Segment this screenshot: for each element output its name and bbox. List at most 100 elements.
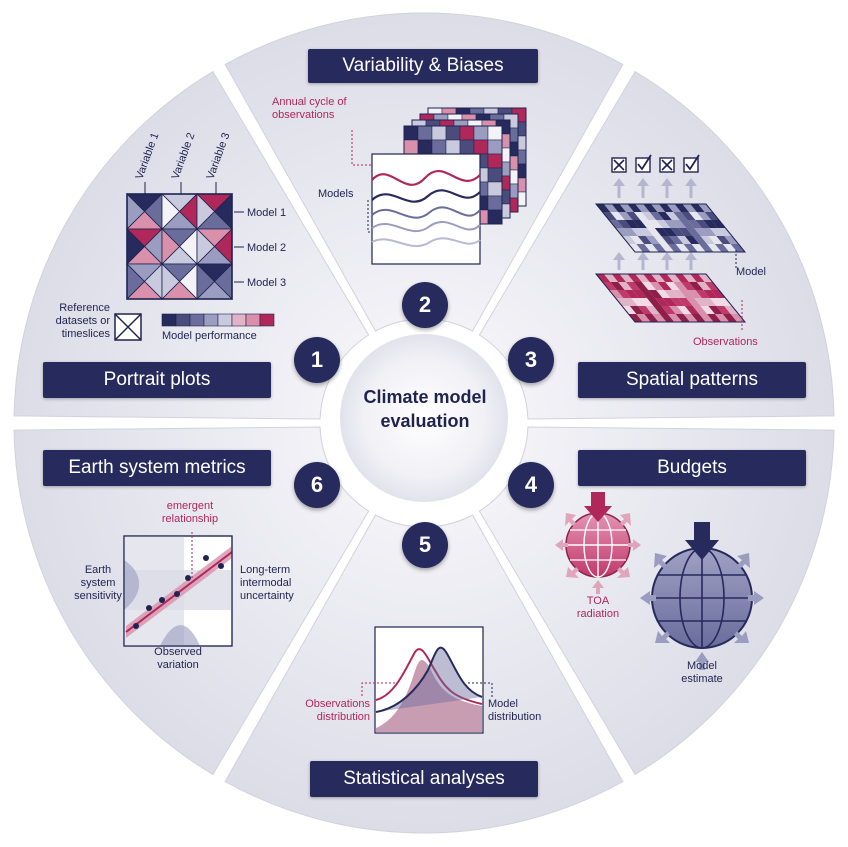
spatial-model-label: Model <box>736 266 766 278</box>
obs-grid-cell <box>637 306 653 314</box>
model-grid-cell <box>611 204 627 212</box>
obs-grid-cell <box>610 282 625 290</box>
model-grid-cell <box>632 220 647 228</box>
obs-grid-cell <box>688 282 704 290</box>
obs-grid-cell <box>619 274 634 282</box>
obs-grid-cell <box>716 306 731 314</box>
portrait-triangle <box>196 263 216 300</box>
observations-distribution-label: Observations distribution <box>305 698 370 723</box>
obs-grid-cell <box>615 298 630 306</box>
stack-cell <box>487 153 503 169</box>
obs-grid-cell <box>696 282 712 290</box>
model-grid-cell <box>679 220 695 228</box>
obs-grid-cell <box>639 298 654 306</box>
stack-cell <box>445 125 461 141</box>
obs-grid-cell <box>643 274 658 282</box>
obs-grid-cell <box>651 274 666 282</box>
model-grid-cell <box>695 220 710 228</box>
model-grid-cell <box>711 220 726 228</box>
reference-box-icon <box>114 313 142 341</box>
obs-grid-cell <box>703 290 718 298</box>
stack-cell <box>487 139 503 155</box>
scale-swatch <box>259 313 275 327</box>
obs-grid-cell <box>708 306 723 314</box>
check-mark <box>637 154 652 171</box>
models-line-panel <box>371 153 481 265</box>
stack-cell <box>459 125 475 141</box>
obs-grid-cell <box>609 290 624 298</box>
obs-grid-cell <box>611 274 627 282</box>
model-grid-cell <box>665 212 680 220</box>
stack-cell <box>403 139 419 155</box>
obs-grid-cell <box>661 306 676 314</box>
scatter-point <box>218 563 224 569</box>
obs-grid-cell <box>635 274 650 282</box>
obs-grid-cell <box>673 282 688 290</box>
obs-grid-cell <box>624 290 640 298</box>
check-mark <box>685 154 700 171</box>
obs-grid-cell <box>717 298 732 306</box>
obs-grid-cell <box>687 290 702 298</box>
obs-grid-cell <box>645 306 660 314</box>
model-grid-cell <box>633 212 649 220</box>
model-grid-cell <box>640 220 655 228</box>
obs-grid-cell <box>714 314 730 322</box>
emergent-relationship-label: emergent relationship <box>161 500 219 525</box>
obs-grid-cell <box>699 314 714 322</box>
model-grid-cell <box>724 236 739 244</box>
model-grid-cell <box>662 228 677 236</box>
model-grid-cell <box>716 236 731 244</box>
obs-grid-cell <box>701 298 717 306</box>
obs-grid-cell <box>640 290 655 298</box>
obs-grid-cell <box>682 274 697 282</box>
obs-grid-cell <box>679 290 695 298</box>
obs-grid-cell <box>675 314 690 322</box>
model-grid-cell <box>646 228 662 236</box>
obs-grid-cell <box>629 306 645 314</box>
obs-grid-cell <box>636 314 651 322</box>
model-grid-cell <box>654 228 670 236</box>
portrait-triangle <box>196 228 216 265</box>
stack-cell <box>403 125 419 141</box>
obs-grid-cell <box>722 314 738 322</box>
model-grid-cell <box>636 244 651 252</box>
model-grid-cell <box>696 212 712 220</box>
obs-grid-cell <box>644 314 659 322</box>
obs-grid-cell <box>654 298 670 306</box>
title-portrait-plots: Portrait plots <box>43 362 271 398</box>
model-grid-cell-border <box>594 203 747 253</box>
model-grid-cell <box>664 220 679 228</box>
model-grid-cell <box>610 212 625 220</box>
stack-cell <box>445 139 461 155</box>
stack-cell <box>431 125 447 141</box>
cross-mark <box>661 159 673 171</box>
obs-grid-cell <box>656 290 671 298</box>
obs-grid-cell <box>681 282 696 290</box>
stack-cell <box>487 209 503 225</box>
model-grid-cell <box>622 236 637 244</box>
obs-grid-cell <box>664 290 679 298</box>
model-grid-cell <box>631 228 646 236</box>
spatial-leaders <box>735 250 743 332</box>
stack-cell <box>417 139 433 155</box>
title-budgets: Budgets <box>578 450 806 486</box>
performance-label: Model performance <box>162 330 257 342</box>
spatial-observations-label: Observations <box>693 336 758 348</box>
model-grid-cell <box>682 204 697 212</box>
model-grid-cell <box>639 228 654 236</box>
obs-grid-cell <box>690 274 705 282</box>
center-disc <box>340 334 508 502</box>
obs-grid-cell <box>641 282 657 290</box>
obs-grid-cell <box>695 290 710 298</box>
badge-4: 4 <box>508 462 554 508</box>
model-grid-cell <box>677 236 692 244</box>
title-spatial-patterns: Spatial patterns <box>578 362 806 398</box>
scatter-point <box>146 605 152 611</box>
obs-grid-cell-border <box>594 273 747 323</box>
model-grid-cell <box>635 204 650 212</box>
model-grid-cell <box>687 220 702 228</box>
model-grid-cell <box>596 204 611 212</box>
variable-ticks <box>144 182 244 283</box>
toa-arrows <box>555 492 641 594</box>
model-grid-cell <box>722 244 738 252</box>
